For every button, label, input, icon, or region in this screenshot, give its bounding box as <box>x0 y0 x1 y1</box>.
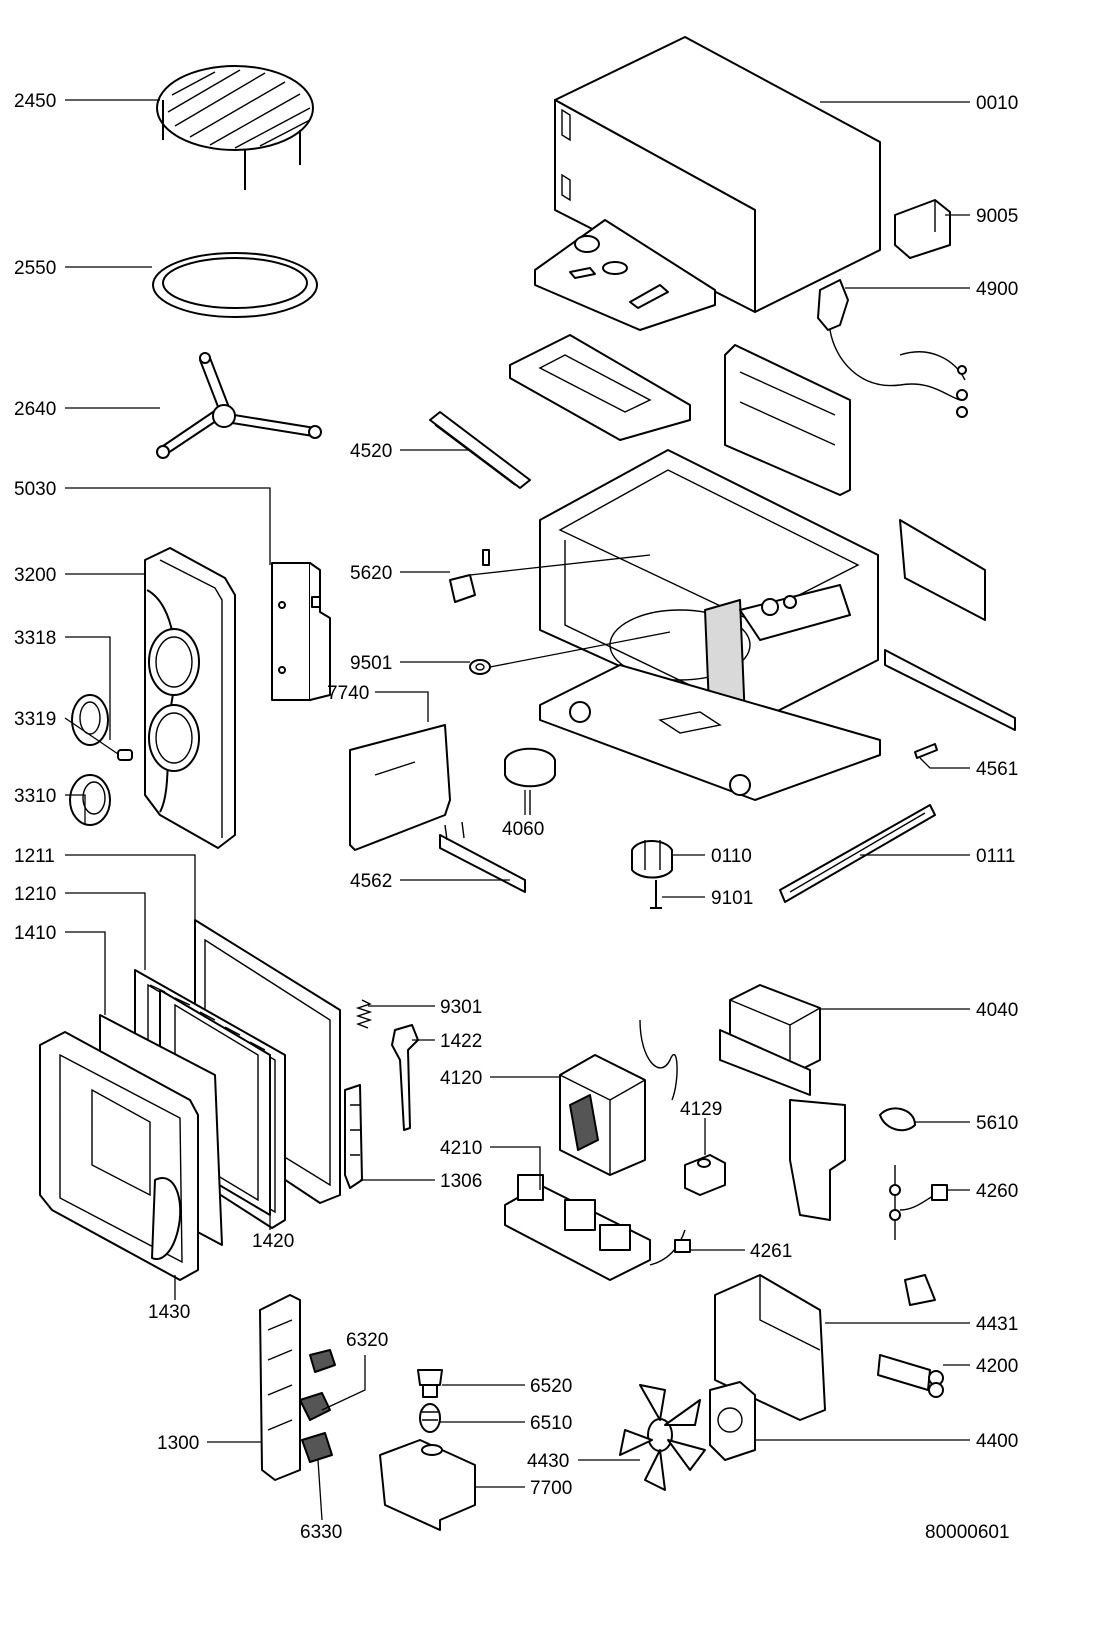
drawing-number: 80000601 <box>925 1522 1010 1543</box>
part-0010-outer-case <box>554 36 881 313</box>
part-4210-circuit-board <box>504 1174 651 1281</box>
label-6330: 6330 <box>300 1522 342 1543</box>
part-0111-bracket <box>779 804 936 903</box>
part-9005-cord-clamp <box>894 199 951 259</box>
label-3310: 3310 <box>14 786 56 807</box>
part-6520-lamp-holder <box>417 1369 443 1398</box>
air-guide-channel <box>509 334 691 441</box>
part-9101-screw <box>650 880 662 909</box>
part-9301-spring <box>355 999 373 1029</box>
label-9101: 9101 <box>711 888 753 909</box>
label-5030: 5030 <box>14 479 56 500</box>
label-4200: 4200 <box>976 1356 1018 1377</box>
label-4120: 4120 <box>440 1068 482 1089</box>
label-4900: 4900 <box>976 279 1018 300</box>
part-3319-spring <box>117 749 133 761</box>
label-0110: 0110 <box>711 846 752 867</box>
part-4120-hv-transformer <box>559 1019 678 1176</box>
label-1420: 1420 <box>252 1231 294 1252</box>
label-1410: 1410 <box>14 923 56 944</box>
label-4060: 4060 <box>502 819 544 840</box>
label-6520: 6520 <box>530 1376 572 1397</box>
label-1300: 1300 <box>157 1433 199 1454</box>
label-1210: 1210 <box>14 884 56 905</box>
part-4260-wire-set <box>889 1165 948 1240</box>
part-5620-thermal-cutout <box>449 549 490 603</box>
label-5620: 5620 <box>350 563 392 584</box>
part-7740-waveguide-cover <box>349 724 451 851</box>
base-plate <box>539 664 881 801</box>
label-4562: 4562 <box>350 871 392 892</box>
part-7700-lamp-cover <box>379 1439 476 1531</box>
label-3200: 3200 <box>14 565 56 586</box>
part-5610-fuse <box>879 1107 916 1132</box>
label-4431: 4431 <box>976 1314 1018 1335</box>
part-2450-grill-rack <box>156 65 314 190</box>
part-4430-fan-blade <box>619 1384 706 1491</box>
label-4260: 4260 <box>976 1181 1018 1202</box>
part-5030-control-bracket <box>271 562 331 701</box>
label-0010: 0010 <box>976 93 1018 114</box>
waveguide-top-plate <box>534 219 716 331</box>
label-1306: 1306 <box>440 1171 482 1192</box>
part-labels: 2450 2550 2640 5030 3200 3318 3319 3310 … <box>14 91 1018 1543</box>
label-4400: 4400 <box>976 1431 1018 1452</box>
side-angle-right <box>884 649 1016 731</box>
label-4261: 4261 <box>750 1241 792 1262</box>
part-2550-roller-ring <box>152 252 318 318</box>
part-4060-turntable-motor <box>504 747 556 815</box>
label-7700: 7700 <box>530 1478 572 1499</box>
label-4040: 4040 <box>976 1000 1018 1021</box>
label-3318: 3318 <box>14 628 56 649</box>
label-1430: 1430 <box>148 1302 190 1323</box>
label-4561: 4561 <box>976 759 1018 780</box>
label-1422: 1422 <box>440 1031 482 1052</box>
part-4200-capacitor <box>877 1354 944 1398</box>
part-4040-transformer <box>719 984 821 1096</box>
part-6510-lamp <box>419 1403 441 1433</box>
label-9501: 9501 <box>350 653 392 674</box>
part-4562-rail <box>439 821 526 893</box>
part-4400-fan-motor <box>709 1381 756 1461</box>
label-3319: 3319 <box>14 709 56 730</box>
rear-panel <box>724 344 851 496</box>
part-4900-power-cord <box>817 279 968 418</box>
part-6330-microswitch <box>301 1432 333 1463</box>
part-1430-door-outer <box>39 1031 199 1281</box>
part-9501-bushing <box>469 659 491 675</box>
label-2550: 2550 <box>14 258 56 279</box>
part-0110-foot <box>631 840 673 879</box>
label-2640: 2640 <box>14 399 56 420</box>
label-4520: 4520 <box>350 441 392 462</box>
label-7740: 7740 <box>327 683 369 704</box>
label-9301: 9301 <box>440 997 482 1018</box>
part-1422-door-hook <box>391 1024 419 1131</box>
label-6510: 6510 <box>530 1413 572 1434</box>
part-3310-knob <box>69 774 111 826</box>
part-1300-latch-frame <box>259 1294 301 1481</box>
side-cover-right <box>899 519 986 621</box>
part-2640-turntable-support <box>156 352 322 459</box>
label-2450: 2450 <box>14 91 56 112</box>
part-4561-clip <box>914 743 938 759</box>
part-4129-capacitor-holder <box>684 1154 726 1196</box>
label-0111: 0111 <box>976 846 1015 867</box>
label-1211: 1211 <box>14 846 55 867</box>
label-5610: 5610 <box>976 1113 1018 1134</box>
label-4210: 4210 <box>440 1138 482 1159</box>
label-9005: 9005 <box>976 206 1018 227</box>
label-4129: 4129 <box>680 1099 722 1120</box>
part-6320-microswitch <box>299 1349 336 1421</box>
part-3200-control-panel <box>144 547 236 849</box>
part-4520-grill-heater <box>429 411 531 489</box>
leader-lines <box>64 99 970 1521</box>
label-4430: 4430 <box>527 1451 569 1472</box>
part-3318-knob <box>71 694 109 746</box>
transformer-bracket <box>789 1099 846 1221</box>
label-6320: 6320 <box>346 1330 388 1351</box>
part-4261-cable <box>649 1229 691 1266</box>
part-1306-lever <box>344 1084 363 1189</box>
